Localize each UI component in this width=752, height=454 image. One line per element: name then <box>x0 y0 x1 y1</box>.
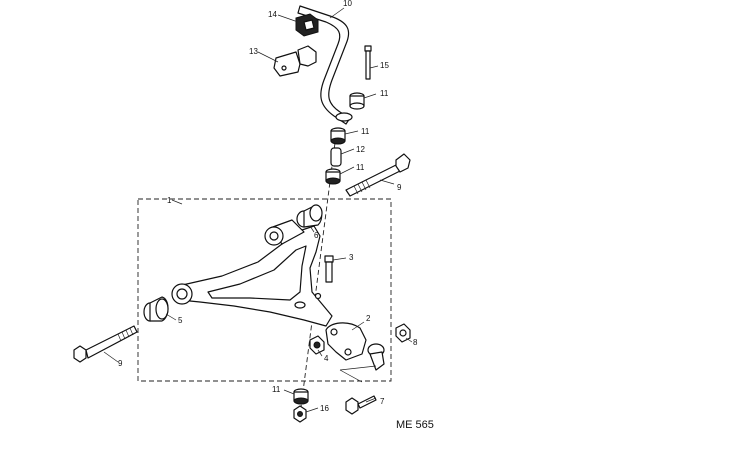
callout-5: 5 <box>178 316 183 325</box>
nut-8 <box>395 323 411 343</box>
callout-11-c: 11 <box>356 163 365 172</box>
callout-13: 13 <box>249 47 258 56</box>
callout-14: 14 <box>268 10 277 19</box>
bush-11-bottom <box>293 388 309 405</box>
callout-12: 12 <box>356 145 365 154</box>
callout-7: 7 <box>380 397 385 406</box>
callout-2: 2 <box>366 314 371 323</box>
callout-3: 3 <box>349 253 354 262</box>
nut-4 <box>309 335 325 355</box>
callout-10: 10 <box>343 0 352 8</box>
bush-11-lower <box>325 168 341 185</box>
ball-joint-2 <box>325 322 385 371</box>
centre-line <box>299 134 337 416</box>
clamp-bracket-13 <box>273 45 317 77</box>
callout-6: 6 <box>314 231 319 240</box>
callout-9-a: 9 <box>397 183 402 192</box>
pivot-bolt-9-lower <box>73 325 138 363</box>
callout-11-a: 11 <box>380 89 389 98</box>
bolt-3 <box>324 255 334 283</box>
leader-lines <box>103 7 413 413</box>
bolt-7 <box>345 395 377 415</box>
callout-16: 16 <box>320 404 329 413</box>
pivot-bolt-9-upper <box>345 153 411 197</box>
callout-11-b: 11 <box>361 127 370 136</box>
link-bolt-15 <box>364 45 372 80</box>
assembly-boundary <box>137 198 392 382</box>
figure-reference: ME 565 <box>396 419 434 431</box>
lower-control-arm <box>171 219 333 327</box>
spacer-tube-12 <box>330 147 342 167</box>
callout-9-b: 9 <box>118 359 123 368</box>
bush-6 <box>296 204 323 228</box>
bush-11-upper <box>349 92 365 110</box>
bush-14 <box>295 13 319 37</box>
bush-5 <box>143 296 169 322</box>
callout-11-d: 11 <box>272 385 281 394</box>
callout-4: 4 <box>324 354 329 363</box>
bush-11-mid <box>330 127 346 145</box>
callout-1: 1 <box>167 196 172 205</box>
anti-roll-bar <box>297 5 353 125</box>
nut-16 <box>293 405 307 423</box>
callout-15: 15 <box>380 61 389 70</box>
callout-8: 8 <box>413 338 418 347</box>
